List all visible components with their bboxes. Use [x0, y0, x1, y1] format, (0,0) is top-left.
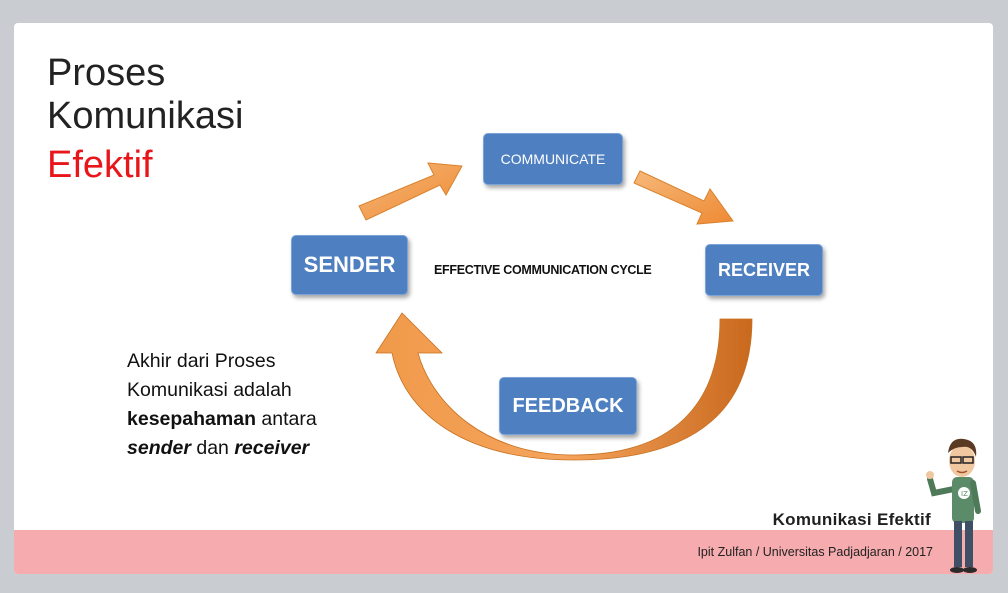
- body-line-3-rest: antara: [256, 408, 317, 430]
- footer-band: [14, 530, 993, 574]
- communicate-box: COMMUNICATE: [483, 133, 623, 185]
- sender-label: SENDER: [303, 252, 396, 277]
- cycle-label: EFFECTIVE COMMUNICATION CYCLE: [434, 263, 652, 277]
- receiver-word: receiver: [234, 437, 310, 459]
- presenter-character-icon: IZ: [926, 438, 981, 573]
- communicate-label: COMMUNICATE: [500, 151, 606, 167]
- cycle-diagram: [358, 162, 753, 461]
- arrow-feedback-loop: [375, 312, 753, 461]
- feedback-box: FEEDBACK: [499, 377, 637, 435]
- receiver-label: RECEIVER: [717, 259, 811, 280]
- body-line-2: Komunikasi adalah: [127, 379, 292, 401]
- title-line-3: Efektif: [47, 144, 153, 186]
- feedback-label: FEEDBACK: [512, 394, 624, 417]
- receiver-box: RECEIVER: [705, 244, 823, 296]
- svg-text:IZ: IZ: [961, 490, 968, 498]
- footer-title: Komunikasi Efektif: [772, 510, 931, 529]
- arrow-sender-to-communicate: [358, 162, 463, 221]
- arrow-communicate-to-receiver: [633, 170, 734, 225]
- sender-box: SENDER: [291, 235, 408, 295]
- slide: Proses Komunikasi Efektif COM: [14, 23, 993, 574]
- body-line-4: sender dan receiver: [127, 434, 387, 463]
- sender-word: sender: [127, 437, 191, 459]
- body-line-3: kesepahaman antara: [127, 405, 387, 434]
- dan-word: dan: [190, 437, 235, 459]
- title-line-2: Komunikasi: [47, 95, 244, 137]
- title-line-1: Proses: [47, 52, 166, 94]
- body-text: Akhir dari Proses Komunikasi adalah kese…: [127, 347, 387, 463]
- footer-credit: Ipit Zulfan / Universitas Padjadjaran / …: [697, 545, 933, 559]
- bold-kesepahaman: kesepahaman: [127, 408, 256, 430]
- body-line-1: Akhir dari Proses: [127, 350, 276, 372]
